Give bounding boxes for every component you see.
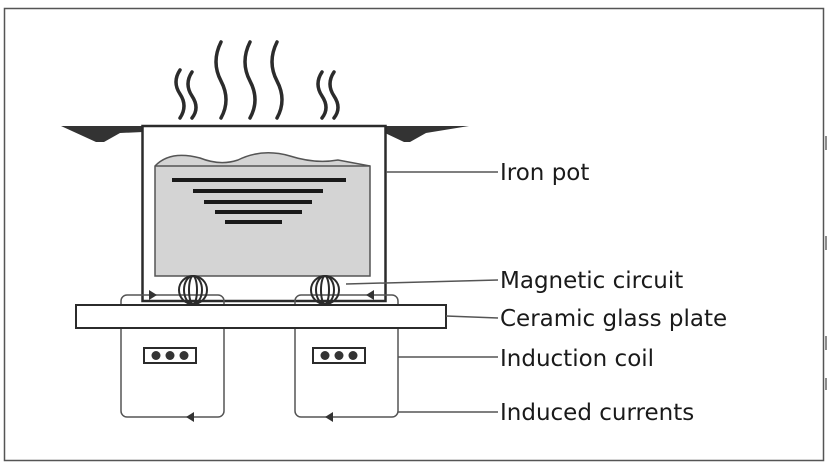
- steam-wisp-2: [186, 70, 198, 120]
- label-iron-pot: Iron pot: [500, 160, 589, 186]
- label-magnetic-circuit: Magnetic circuit: [500, 268, 683, 294]
- leader-magnetic-circuit: [345, 279, 499, 285]
- pot-contents: [154, 152, 371, 277]
- current-loop-right: [294, 294, 399, 418]
- coil-dot: [320, 351, 330, 360]
- magnetic-circuit-right: [310, 275, 340, 305]
- steam-wisp-4: [243, 40, 257, 120]
- pot-handle-left: [61, 126, 143, 142]
- label-ceramic-glass-plate: Ceramic glass plate: [500, 306, 727, 332]
- magnetic-arrow-right: [366, 290, 374, 300]
- label-induced-currents: Induced currents: [500, 400, 694, 426]
- label-induction-coil: Induction coil: [500, 346, 654, 372]
- outer-frame: [3, 7, 825, 462]
- coil-dot: [334, 351, 344, 360]
- flux-loop: [320, 275, 330, 305]
- leader-lines: [345, 171, 499, 413]
- steam-wisp-7: [328, 70, 340, 120]
- leader-ceramic-glass-plate: [445, 315, 499, 319]
- flux-loop: [188, 275, 198, 305]
- current-loop-left: [120, 294, 225, 418]
- magnetic-arrow-left: [149, 290, 157, 300]
- induction-coil-right: [312, 347, 366, 364]
- induction-coil-left: [143, 347, 197, 364]
- steam-wisp-1: [174, 68, 186, 120]
- coil-dot: [151, 351, 161, 360]
- steam-wisp-6: [316, 70, 328, 120]
- steam-wisps: [174, 40, 340, 120]
- coil-dot: [348, 351, 358, 360]
- coil-dot: [165, 351, 175, 360]
- steam-wisp-3: [214, 40, 228, 120]
- magnetic-circuit-left: [178, 275, 208, 305]
- coil-dot: [179, 351, 189, 360]
- current-arrow-left: [186, 412, 194, 422]
- pot-handle-right: [385, 126, 469, 142]
- ceramic-glass-plate-overlay: [75, 304, 447, 329]
- current-arrow-right: [325, 412, 333, 422]
- heat-lines: [172, 178, 346, 224]
- steam-wisp-5: [270, 40, 284, 120]
